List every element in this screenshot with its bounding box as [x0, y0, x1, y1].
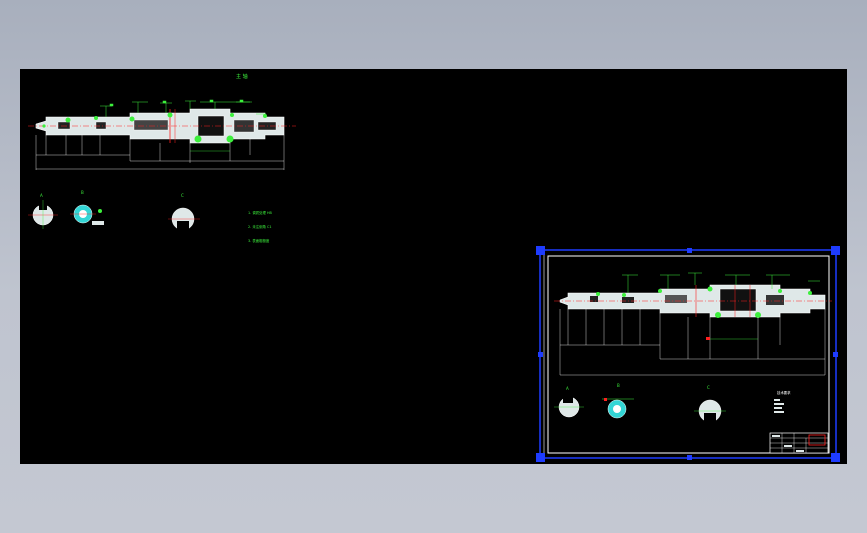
title-block: [769, 432, 829, 454]
section-view-a: A: [28, 193, 58, 229]
model-sheet-title: 主 轴: [236, 73, 248, 80]
section-view-c: C: [168, 193, 200, 231]
svg-text:A: A: [566, 386, 569, 391]
svg-text:A: A: [40, 193, 43, 198]
layout-tech-requirements: 技术要求: [774, 390, 791, 413]
svg-text:2. 未注倒角 C1: 2. 未注倒角 C1: [248, 224, 271, 229]
dot-grip-icon[interactable]: [538, 248, 838, 460]
svg-text:3. 表面粗糙度: 3. 表面粗糙度: [248, 238, 270, 243]
shaft-elevation: [28, 108, 296, 144]
shaft-dimensions-bottom: [35, 135, 285, 170]
svg-text:B: B: [617, 383, 620, 388]
cad-drawing: 主 轴: [28, 73, 840, 462]
section-view-b: B: [70, 190, 104, 225]
layout-markers: [596, 286, 812, 318]
layout-dimensions-top: [622, 272, 820, 293]
svg-text:B: B: [81, 190, 84, 195]
svg-text:C: C: [181, 193, 184, 198]
shaft-markers: [42, 112, 267, 143]
layout-dimensions-bottom: [559, 309, 826, 376]
square-grip-icon[interactable]: [536, 246, 840, 462]
layout-shaft-elevation: [554, 284, 832, 318]
sheet-border: [547, 255, 830, 454]
drawing-canvas[interactable]: 主 轴: [20, 69, 847, 464]
shaft-dimensions-top: [100, 99, 266, 117]
layout-sheet[interactable]: A B C 技术要求: [536, 246, 840, 462]
svg-text:1. 调质处理 HB: 1. 调质处理 HB: [248, 210, 273, 215]
model-sheet[interactable]: 主 轴: [28, 73, 296, 243]
svg-text:技术要求: 技术要求: [777, 390, 791, 395]
layout-section-view-b: B: [602, 383, 634, 419]
layout-section-view-a: A: [554, 386, 584, 418]
layout-section-view-c: C: [694, 385, 726, 423]
svg-text:C: C: [707, 385, 710, 390]
technical-notes: 1. 调质处理 HB 2. 未注倒角 C1 3. 表面粗糙度: [248, 210, 273, 243]
